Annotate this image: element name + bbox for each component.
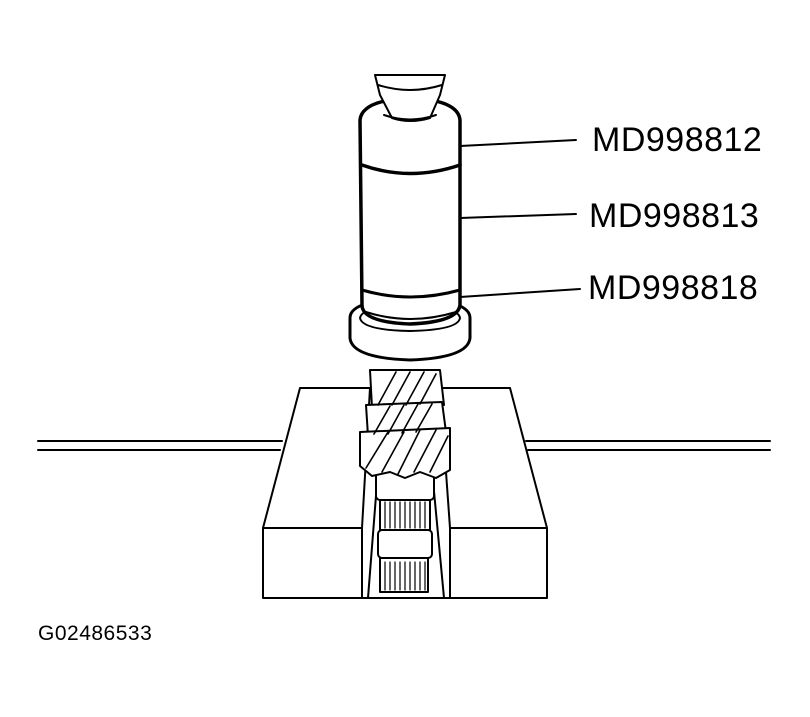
shaft: [375, 469, 435, 593]
top-adapter: [374, 74, 446, 122]
helical-gears: [359, 369, 451, 479]
figure-id: G02486533: [38, 622, 153, 645]
callout-md998813: MD998813: [589, 197, 760, 235]
tool-cylinder: [358, 96, 462, 326]
rail-lines: [37, 440, 771, 451]
callout-md998818: MD998818: [588, 269, 759, 307]
leader-lines: [459, 139, 581, 298]
callout-md998812: MD998812: [592, 121, 763, 159]
